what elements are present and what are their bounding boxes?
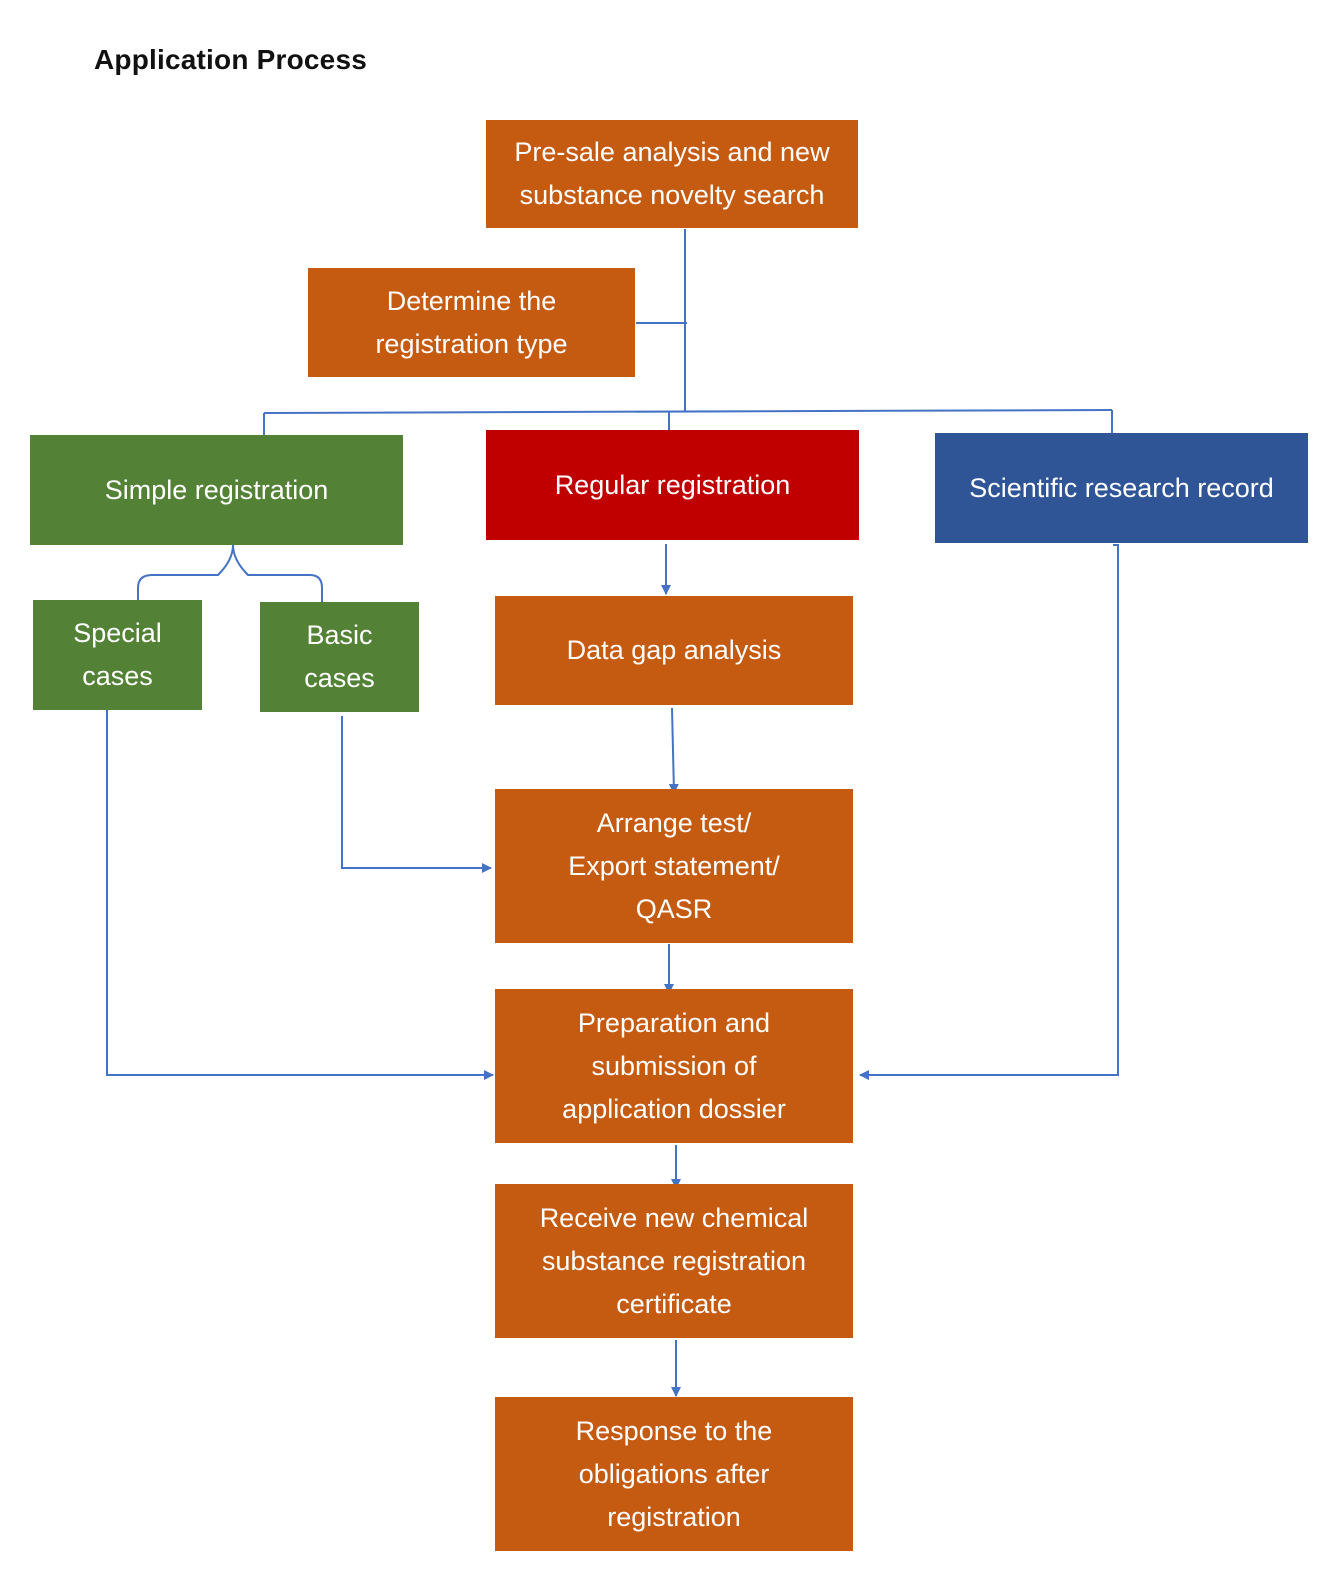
certificate-box: Receive new chemical substance registrat… [495, 1184, 853, 1338]
scientific-record-box: Scientific research record [935, 433, 1308, 543]
presale-label: Pre-sale analysis and new substance nove… [514, 137, 830, 210]
arrow-basic-arrange [341, 716, 492, 873]
arrow-special-dossier [106, 710, 494, 1080]
data-gap-label: Data gap analysis [566, 635, 782, 665]
dossier-box: Preparation and submission of applicatio… [495, 989, 853, 1143]
dossier-label: Preparation and submission of applicatio… [562, 1007, 786, 1124]
determine-type-label: Determine the registration type [375, 285, 568, 359]
arrange-test-label: Arrange test/ Export statement/ QASR [568, 807, 780, 924]
simple-brace-right [232, 544, 323, 603]
special-cases-box: Special cases [33, 600, 202, 710]
arrow-scientific-dossier [859, 544, 1119, 1080]
data-gap-box: Data gap analysis [495, 596, 853, 705]
regular-registration-box: Regular registration [486, 430, 859, 540]
determine-type-box: Determine the registration type [308, 268, 635, 377]
simple-registration-box: Simple registration [30, 435, 403, 545]
special-cases-label: Special cases [73, 618, 162, 691]
page-title: Application Process [94, 44, 367, 75]
branch-line [263, 409, 1113, 414]
obligations-label: Response to the obligations after regist… [575, 1415, 773, 1532]
certificate-label: Receive new chemical substance registrat… [539, 1202, 809, 1319]
basic-cases-box: Basic cases [260, 602, 419, 712]
arrange-test-box: Arrange test/ Export statement/ QASR [495, 789, 853, 943]
simple-brace [137, 544, 234, 601]
presale-box: Pre-sale analysis and new substance nove… [486, 120, 858, 228]
regular-registration-label: Regular registration [554, 469, 791, 500]
arrow-datagap-arrange [668, 707, 679, 794]
simple-registration-label: Simple registration [104, 474, 329, 505]
basic-cases-label: Basic cases [304, 620, 375, 693]
obligations-box: Response to the obligations after regist… [495, 1397, 853, 1551]
scientific-record-label: Scientific research record [969, 472, 1274, 503]
